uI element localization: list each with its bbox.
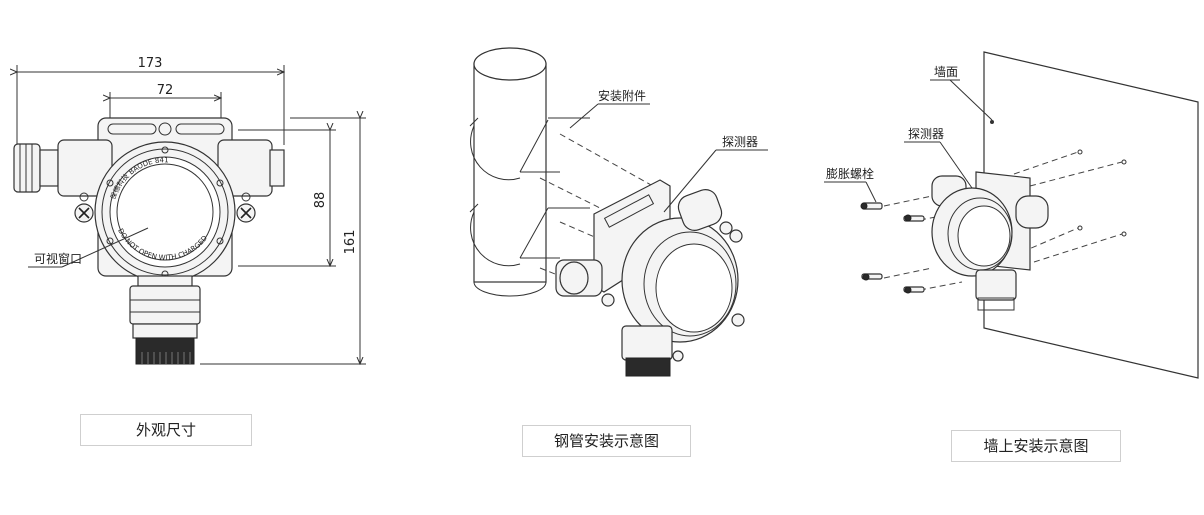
pipe-detector-label: 探测器 <box>722 135 758 149</box>
pipe-mount-view: 安装附件 探测器 <box>469 47 768 377</box>
dim-88: 88 <box>313 192 328 209</box>
expansion-bolts <box>860 202 925 294</box>
window-label: 可视窗口 <box>34 251 82 266</box>
wall-detector-label: 探测器 <box>908 127 944 141</box>
accessory-label: 安装附件 <box>598 88 646 103</box>
caption-wall-mount: 墙上安装示意图 <box>951 430 1121 462</box>
dimension-view: 173 72 88 161 <box>14 56 366 364</box>
dim-161: 161 <box>343 230 358 255</box>
caption-dimensions: 外观尺寸 <box>80 414 252 446</box>
wall-label: 墙面 <box>934 65 958 79</box>
bolt-label: 膨胀螺栓 <box>826 166 874 181</box>
wall-mount-view: 墙面 探测器 膨胀螺栓 <box>824 51 1199 379</box>
steel-pipe <box>473 63 547 283</box>
caption-pipe-mount: 钢管安装示意图 <box>522 425 691 457</box>
dim-72: 72 <box>157 83 174 98</box>
dim-173: 173 <box>138 56 163 71</box>
